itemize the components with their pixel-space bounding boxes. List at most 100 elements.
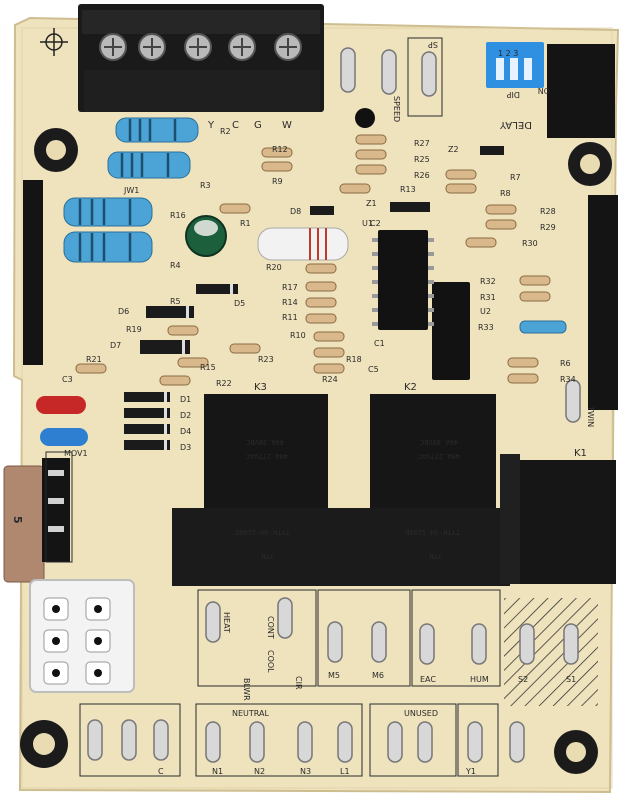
- ref-d4: D4: [180, 427, 191, 436]
- ref-r20: R20: [266, 263, 282, 272]
- eac-label: EAC: [420, 675, 436, 684]
- relay-k1: [500, 454, 616, 584]
- cir-label: CIR: [294, 676, 303, 690]
- thermostat-terminal-block: Y C G W: [78, 4, 324, 131]
- relay-k3-line2: 40A 277VAC: [246, 452, 288, 460]
- ref-r9: R9: [272, 177, 283, 186]
- relay-k3-brand: YTH: [261, 552, 274, 560]
- k3-label: K3: [254, 382, 267, 393]
- ref-r34: R34: [560, 375, 576, 384]
- ref-r15: R15: [200, 363, 216, 372]
- ref-r12: R12: [272, 145, 288, 154]
- ref-r10: R10: [290, 331, 306, 340]
- ref-r8: R8: [500, 189, 511, 198]
- y1-label: Y1: [465, 767, 476, 776]
- ref-r6: R6: [560, 359, 571, 368]
- film-capacitors: [36, 396, 88, 446]
- relay-k3-line1: 40A 30VDC: [246, 438, 284, 446]
- ref-d1: D1: [180, 395, 191, 404]
- ref-r27: R27: [414, 139, 430, 148]
- ref-r16: R16: [170, 211, 186, 220]
- ref-r24: R24: [322, 375, 338, 384]
- relay-k2-line2: 40A 277VAC: [418, 452, 460, 460]
- ref-r22: R22: [216, 379, 232, 388]
- ref-z1: Z1: [366, 199, 377, 208]
- mov-label: MOV1: [64, 449, 88, 458]
- s1-label: S1: [566, 675, 576, 684]
- ref-r30: R30: [522, 239, 538, 248]
- m6-label: M6: [372, 671, 384, 680]
- hum-label: HUM: [470, 675, 489, 684]
- ref-r28: R28: [540, 207, 556, 216]
- ref-d3: D3: [180, 443, 191, 452]
- ref-d2: D2: [180, 411, 191, 420]
- ref-u2: U2: [480, 307, 491, 316]
- m5-label: M5: [328, 671, 340, 680]
- hole-top: [355, 108, 375, 128]
- ref-u1: U1: [362, 219, 373, 228]
- ref-r31: R31: [480, 293, 496, 302]
- ref-c1: C1: [374, 339, 385, 348]
- dip-switch: [486, 42, 544, 88]
- relay-k3: 40A 30VDC 40A 277VAC TYTH-SH-1200D YTH: [172, 394, 362, 586]
- ref-r33: R33: [478, 323, 494, 332]
- edge-bars: [23, 44, 618, 410]
- n1-label: N1: [212, 767, 223, 776]
- terminal-label-g: G: [254, 120, 262, 131]
- fuse: 5: [3, 458, 70, 583]
- neutral-label: NEUTRAL: [232, 709, 269, 718]
- terminal-label-w: W: [282, 120, 292, 131]
- fiducial-crosshair: [40, 28, 68, 56]
- ref-r32: R32: [480, 277, 496, 286]
- ref-z2: Z2: [448, 145, 459, 154]
- dip-numbers: 1 2 3: [498, 49, 518, 58]
- six-pin-connector: [29, 579, 135, 693]
- mounting-holes: [20, 128, 612, 774]
- ref-c2: C2: [370, 219, 381, 228]
- bottom-spade-terminals: [87, 379, 581, 763]
- ref-d7: D7: [110, 341, 121, 350]
- ref-r18: R18: [346, 355, 362, 364]
- dip-label: DIP: [506, 90, 520, 99]
- ref-r26: R26: [414, 171, 430, 180]
- hatched-zone: [504, 598, 598, 706]
- terminal-screws: [99, 33, 302, 61]
- jw1-label: JW1: [123, 186, 139, 195]
- cont-label: CONT: [266, 616, 275, 639]
- bottom-silkscreen-labels: HEAT CONT COOL CIR BLWR M5 M6 EAC HUM S2…: [64, 186, 595, 776]
- n2-label: N2: [254, 767, 265, 776]
- diodes: [124, 146, 504, 450]
- terminal-label-y: Y: [207, 120, 215, 131]
- cool-label: COOL: [266, 650, 275, 673]
- dip-on-label: ON: [538, 86, 550, 95]
- sp-label: SP: [428, 40, 438, 49]
- relay-k2-line1: 40A 30VDC: [420, 438, 458, 446]
- unused-label: UNUSED: [404, 709, 438, 718]
- small-resistors: [75, 134, 551, 386]
- ref-c3: C3: [62, 375, 73, 384]
- n3-label: N3: [300, 767, 311, 776]
- ref-r3: R3: [200, 181, 211, 190]
- ref-d6: D6: [118, 307, 129, 316]
- ref-r11: R11: [282, 313, 298, 322]
- k1-label: K1: [574, 448, 587, 459]
- relay-k2: 40A 30VDC 40A 277VAC TYTH-SH-1200D YTH: [350, 394, 510, 586]
- ref-d8: D8: [290, 207, 301, 216]
- s2-label: S2: [518, 675, 528, 684]
- fuse-label: 5: [11, 516, 24, 524]
- blue-resistors: [63, 117, 567, 334]
- ref-c5: C5: [368, 365, 379, 374]
- top-spade-terminals: [340, 47, 437, 97]
- ref-r7: R7: [510, 173, 521, 182]
- ic-chips: [372, 230, 470, 380]
- ref-r4: R4: [170, 261, 181, 270]
- relay-k2-line3: TYTH-SH-1200D: [405, 528, 460, 536]
- electrolytic-capacitor: [185, 215, 227, 257]
- ref-r19: R19: [126, 325, 142, 334]
- delay-label: DELAY: [499, 119, 532, 130]
- ref-r13: R13: [400, 185, 416, 194]
- ref-r5: R5: [170, 297, 181, 306]
- relay-k2-brand: YTH: [429, 552, 442, 560]
- component-ref-labels: R2 R3 R16 R4 R1 R27 R25 R26 R13 R7 R8 R2…: [62, 127, 576, 452]
- ref-r2: R2: [220, 127, 231, 136]
